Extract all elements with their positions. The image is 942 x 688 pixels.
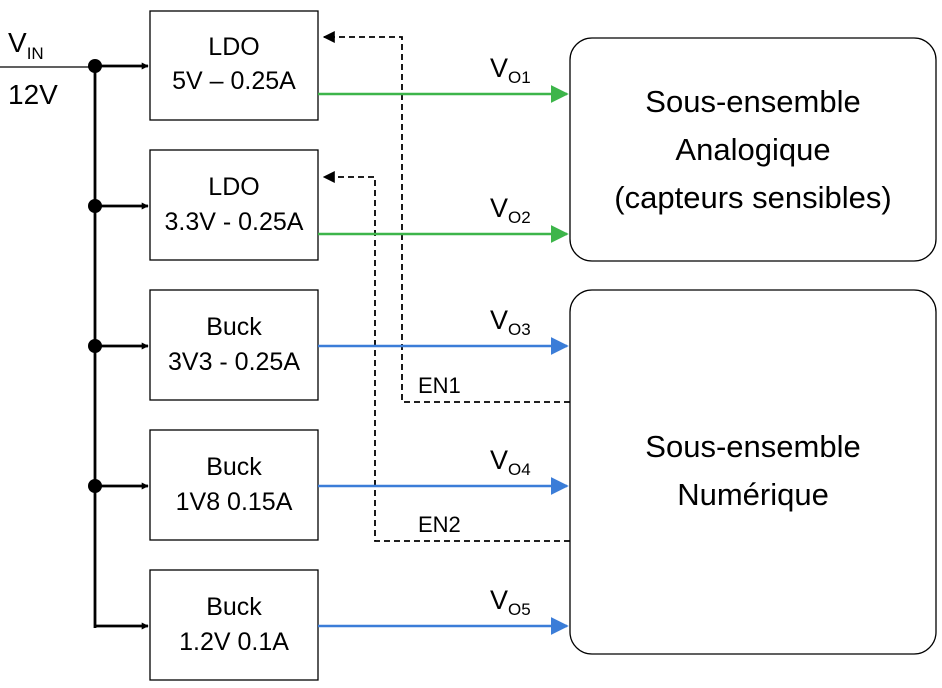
output-rail-vo4: VO4 xyxy=(318,445,569,495)
regulator-buck-1v2: Buck 1.2V 0.1A xyxy=(95,569,319,681)
regulator-buck-1v8: Buck 1V8 0.15A xyxy=(88,429,319,541)
regulator-rating-3: 3V3 - 0.25A xyxy=(168,348,300,376)
output-rail-vo3: VO3 xyxy=(318,305,569,355)
digital-box xyxy=(569,289,937,655)
junction-dot-3 xyxy=(88,339,102,353)
enable-line-en2: EN2 xyxy=(322,171,570,542)
subsystem-digital: Sous-ensemble Numérique xyxy=(569,289,937,655)
junction-dot-1 xyxy=(88,59,102,73)
regulator-rating-4: 1V8 0.15A xyxy=(176,488,293,516)
regulator-rating-2: 3.3V - 0.25A xyxy=(165,208,304,236)
analog-line-3: (capteurs sensibles) xyxy=(614,180,891,215)
en2-path xyxy=(322,171,570,542)
enable-line-en1: EN1 xyxy=(322,31,570,403)
digital-line-2: Numérique xyxy=(677,477,829,512)
output-rail-vo2: VO2 xyxy=(318,193,569,243)
regulator-type-1: LDO xyxy=(208,33,259,61)
regulator-rating-1: 5V – 0.25A xyxy=(172,67,296,95)
regulator-type-2: LDO xyxy=(208,173,259,201)
vo4-label: VO4 xyxy=(490,445,531,479)
regulator-rating-5: 1.2V 0.1A xyxy=(179,628,289,656)
junction-dot-2 xyxy=(88,199,102,213)
regulator-box-2 xyxy=(149,149,319,261)
digital-line-1: Sous-ensemble xyxy=(645,429,860,464)
vo3-label: VO3 xyxy=(490,305,531,339)
junction-dot-4 xyxy=(88,479,102,493)
en2-label: EN2 xyxy=(418,512,461,537)
vo2-label: VO2 xyxy=(490,193,531,227)
analog-line-1: Sous-ensemble xyxy=(645,84,860,119)
regulator-box-3 xyxy=(149,289,319,401)
regulator-ldo-5v: LDO 5V – 0.25A xyxy=(88,10,319,121)
analog-box xyxy=(569,37,937,262)
subsystem-analog: Sous-ensemble Analogique (capteurs sensi… xyxy=(569,37,937,262)
regulator-box-1 xyxy=(149,10,319,121)
output-rail-vo1: VO1 xyxy=(318,53,569,103)
analog-line-2: Analogique xyxy=(675,132,830,167)
input-voltage: 12V xyxy=(8,79,58,110)
en1-label: EN1 xyxy=(418,373,461,398)
regulator-type-4: Buck xyxy=(206,453,262,481)
output-rail-vo5: VO5 xyxy=(318,585,569,635)
regulator-buck-3v3: Buck 3V3 - 0.25A xyxy=(88,289,319,401)
input-label: VIN xyxy=(8,27,44,63)
regulator-type-3: Buck xyxy=(206,313,262,341)
regulator-box-4 xyxy=(149,429,319,541)
vo1-label: VO1 xyxy=(490,53,531,87)
vo5-label: VO5 xyxy=(490,585,531,619)
regulator-box-5 xyxy=(149,569,319,681)
en1-path xyxy=(322,31,570,403)
regulator-type-5: Buck xyxy=(206,593,262,621)
regulator-ldo-3v3: LDO 3.3V - 0.25A xyxy=(88,149,319,261)
